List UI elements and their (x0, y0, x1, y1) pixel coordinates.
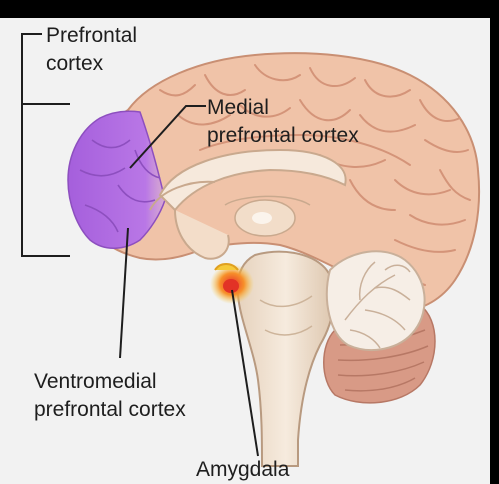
cerebellum (327, 251, 425, 350)
label-amygdala: Amygdala (196, 456, 289, 484)
amygdala-highlight (210, 264, 254, 304)
label-prefrontal-cortex: Prefrontal cortex (46, 22, 137, 78)
label-medial-prefrontal-cortex: Medial prefrontal cortex (207, 94, 359, 150)
label-ventromedial-prefrontal-cortex: Ventromedial prefrontal cortex (34, 368, 186, 424)
